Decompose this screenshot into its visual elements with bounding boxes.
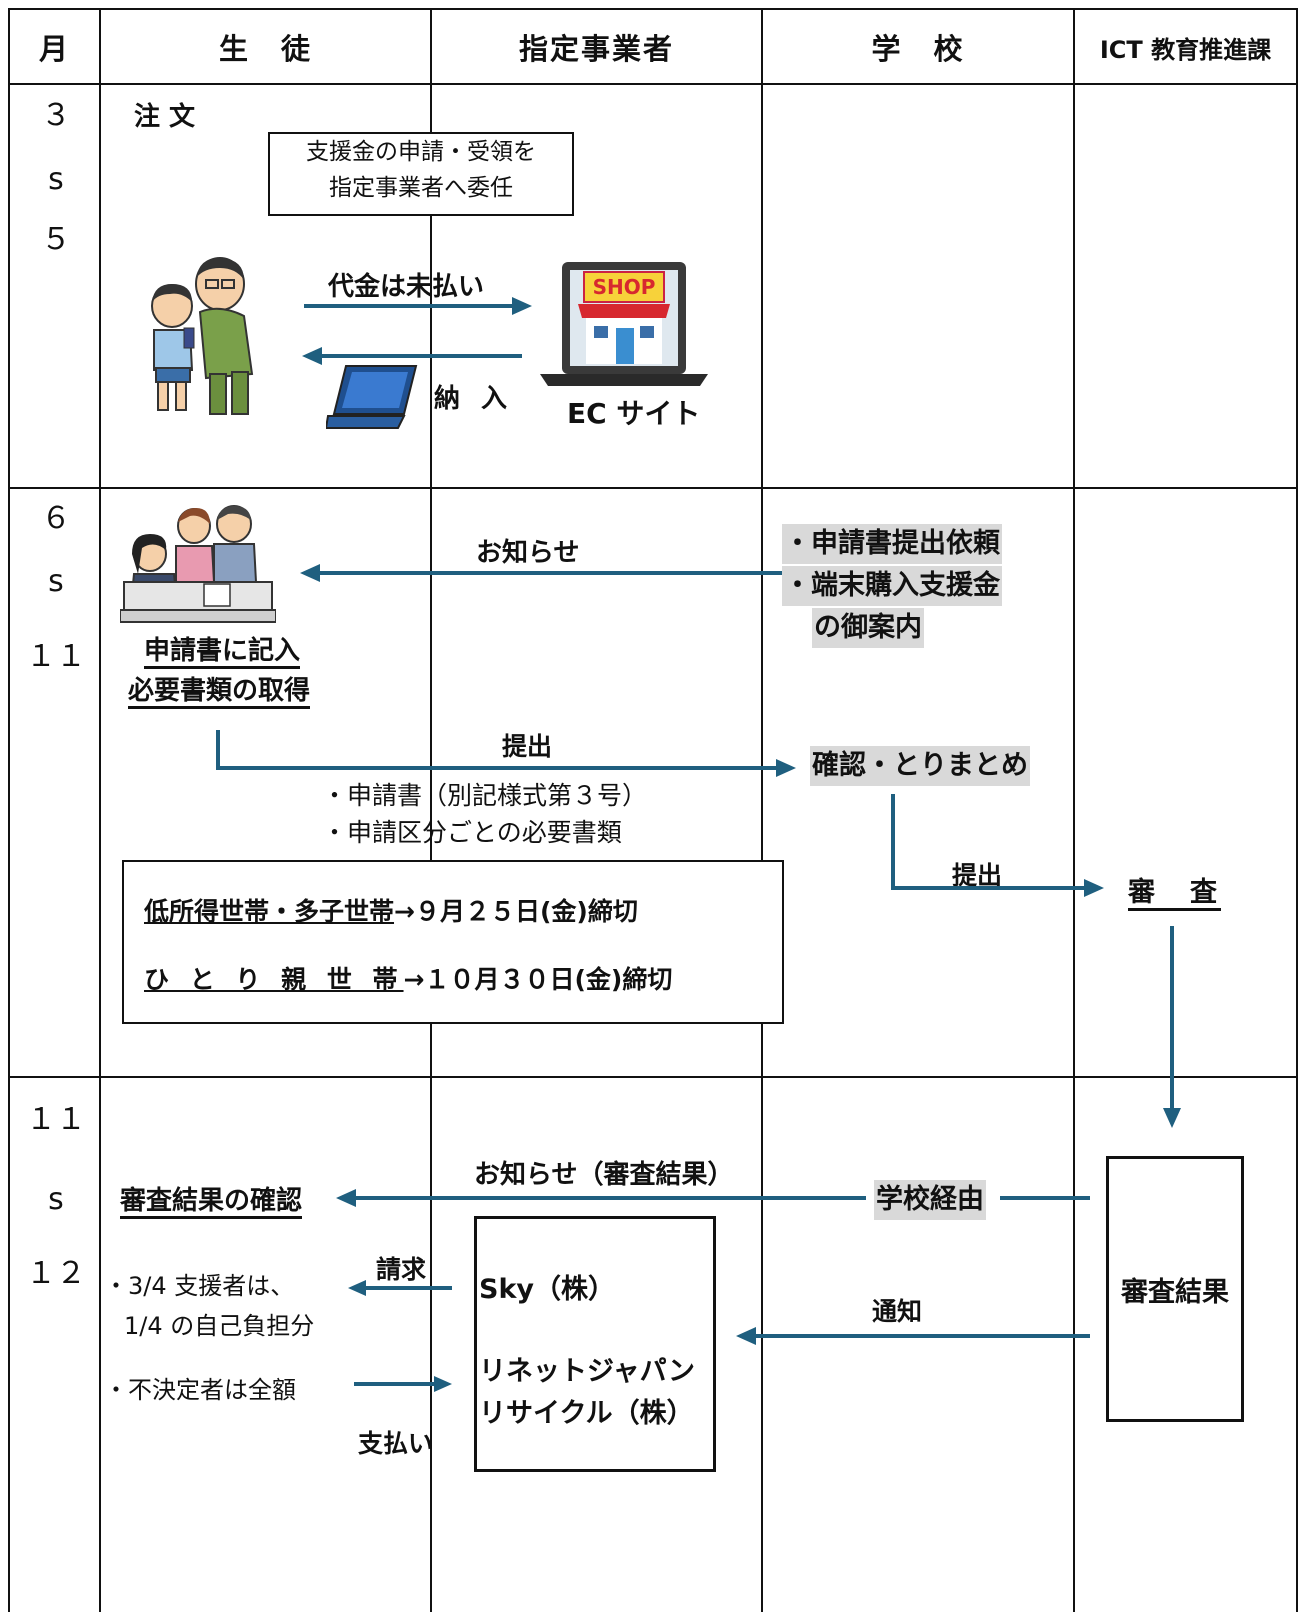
header-month: 月 (38, 32, 70, 66)
notice-label: お知らせ (476, 538, 580, 568)
ec-shop-icon: SHOP (540, 262, 708, 386)
notice-result-label: お知らせ（審査結果） (474, 1160, 734, 1190)
undecided-line: ・不決定者は全額 (104, 1376, 296, 1404)
vendor-renet-1: リネットジャパン (479, 1356, 695, 1387)
parent-child-illustration (151, 257, 254, 415)
col-divider-vendor (761, 8, 763, 1612)
laptop-icon (326, 365, 418, 429)
delivery-label: 納 入 (434, 384, 514, 414)
school-request-2: ・端末購入支援金 (782, 566, 1002, 606)
header-school: 学 校 (871, 32, 965, 66)
table-right-border (1296, 8, 1298, 1612)
month-row2-end: １１ (26, 639, 86, 674)
fill-form-label: 申請書に記入 (144, 630, 301, 669)
check-result-label: 審査結果の確認 (120, 1180, 303, 1219)
month-row1-end: ５ (41, 222, 71, 257)
unpaid-label: 代金は未払い (328, 272, 485, 302)
vendor-renet-2: リサイクル（株） (479, 1398, 694, 1429)
deadline-box: 低所得世帯・多子世帯→９月２５日(金)締切 ひ と り 親 世 帯→１０月３０日… (122, 860, 784, 1024)
table-left-border (8, 8, 10, 1612)
review-text: 審 査 (1128, 877, 1221, 911)
fill-form-text: 申請書に記入 (144, 636, 301, 669)
header-ict: ICT 教育推進課 (1099, 35, 1272, 64)
col-divider-month (99, 8, 101, 1612)
deadline-2-date: →１０月３０日(金)締切 (403, 965, 673, 994)
header-vendor: 指定事業者 (518, 32, 674, 66)
get-documents-text: 必要書類の取得 (128, 676, 311, 709)
delegate-box-line1: 支援金の申請・受領を (306, 139, 536, 165)
family-counter-illustration (120, 505, 276, 623)
row1-divider (8, 487, 1298, 489)
header-student: 生 徒 (218, 32, 312, 66)
month-row2-start: ６ (41, 501, 71, 536)
via-school-label: 学校経由 (874, 1180, 986, 1220)
deadline-1-date: →９月２５日(金)締切 (394, 897, 638, 926)
shop-sign: SHOP (593, 275, 656, 299)
order-label: 注 文 (134, 102, 196, 132)
month-row3-sep: ꜱ (48, 1182, 64, 1217)
month-row1-sep: ꜱ (48, 162, 64, 197)
submit-label-1: 提出 (502, 732, 553, 761)
school-request-1: ・申請書提出依頼 (782, 524, 1002, 564)
arrow-submit-1 (216, 730, 778, 770)
month-row1-start: ３ (41, 98, 71, 133)
vendor-box: Sky（株） リネットジャパン リサイクル（株） (474, 1216, 716, 1472)
delegate-box-line2: 指定事業者へ委任 (329, 175, 513, 201)
check-result-text: 審査結果の確認 (120, 1186, 303, 1219)
support-line-1: ・3/4 支援者は、 (104, 1272, 295, 1300)
doc-item-1: ・申請書（別記様式第３号） (322, 781, 648, 810)
support-line-2: 1/4 の自己負担分 (124, 1312, 315, 1340)
col-divider-student (430, 8, 432, 1612)
row2-divider (8, 1076, 1298, 1078)
ec-site-label: EC サイト (567, 397, 701, 430)
result-box-label: 審査結果 (1121, 1276, 1229, 1308)
deadline-2: ひ と り 親 世 帯→１０月３０日(金)締切 (144, 960, 672, 996)
arrow-submit-2 (891, 794, 1088, 890)
month-row3-start: １１ (26, 1102, 86, 1137)
review-label: 審 査 (1128, 870, 1221, 911)
header-divider (8, 83, 1298, 85)
billing-label: 請求 (376, 1255, 427, 1284)
school-request-3: の御案内 (812, 608, 924, 648)
result-box: 審査結果 (1106, 1156, 1244, 1422)
deadline-1: 低所得世帯・多子世帯→９月２５日(金)締切 (144, 892, 638, 928)
payment-label: 支払い (358, 1429, 434, 1458)
vendor-sky: Sky（株） (479, 1274, 616, 1305)
submit-label-2: 提出 (952, 861, 1003, 890)
delegate-box: 支援金の申請・受領を 指定事業者へ委任 (268, 132, 574, 216)
table-top-border (8, 8, 1298, 10)
month-row2-sep: ꜱ (48, 564, 64, 599)
check-compile: 確認・とりまとめ (810, 746, 1030, 786)
notify-label: 通知 (872, 1297, 923, 1326)
deadline-1-group: 低所得世帯・多子世帯 (144, 897, 395, 926)
col-divider-school (1073, 8, 1075, 1612)
deadline-2-group: ひ と り 親 世 帯 (144, 965, 404, 994)
get-documents-label: 必要書類の取得 (128, 670, 311, 709)
month-row3-end: １２ (26, 1256, 86, 1291)
doc-item-2: ・申請区分ごとの必要書類 (322, 818, 622, 847)
